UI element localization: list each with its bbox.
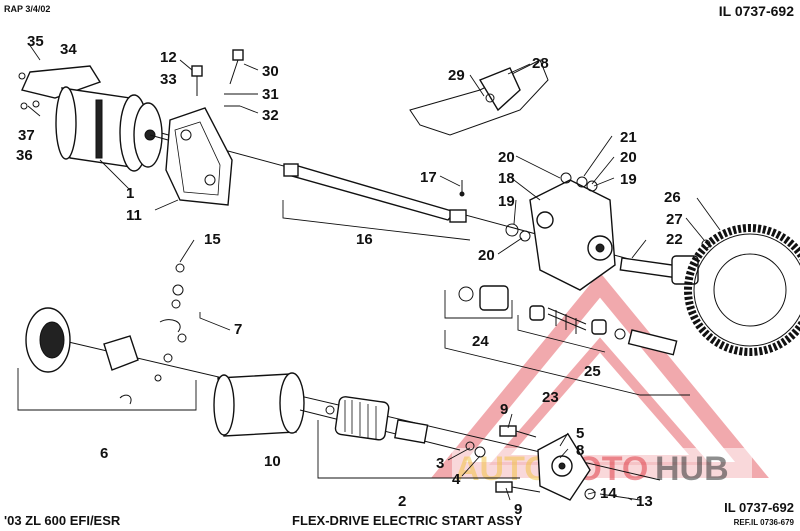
callout-4: 4 <box>452 471 461 488</box>
callout-9-b: 9 <box>514 501 522 518</box>
callout-labels: 35 34 37 36 1 11 12 33 30 31 32 29 28 21… <box>16 33 683 518</box>
callout-30: 30 <box>262 63 279 80</box>
drive-end-plate <box>465 425 641 501</box>
callout-24: 24 <box>472 333 489 350</box>
callout-12: 12 <box>160 49 177 66</box>
ring-gear <box>684 224 800 356</box>
group-brackets <box>17 200 690 479</box>
clutch-components <box>458 285 678 356</box>
motor-housing <box>213 372 305 437</box>
callout-25: 25 <box>584 363 601 380</box>
brush-plate-assembly <box>25 263 187 405</box>
callout-35: 35 <box>27 33 44 50</box>
callout-15: 15 <box>204 231 221 248</box>
flex-drive-shaft <box>283 163 467 223</box>
callout-26: 26 <box>664 189 681 206</box>
header-ref-date: RAP 3/4/02 <box>4 4 51 14</box>
armature <box>299 396 461 451</box>
callout-2: 2 <box>398 493 406 510</box>
watermark-logo: AUTO MOTO HUB <box>431 272 769 488</box>
callout-20-c: 20 <box>478 247 495 264</box>
callout-31: 31 <box>262 86 279 103</box>
callout-33: 33 <box>160 71 177 88</box>
callout-32: 32 <box>262 107 279 124</box>
starter-bracket <box>165 107 233 206</box>
callout-20-a: 20 <box>498 149 515 166</box>
callout-21: 21 <box>620 129 637 146</box>
callout-1: 1 <box>126 185 134 202</box>
callout-28: 28 <box>532 55 549 72</box>
footer-illustration-number: IL 0737-692 <box>724 500 794 515</box>
callout-22: 22 <box>666 231 683 248</box>
callout-29: 29 <box>448 67 465 84</box>
drive-pinion-shaft <box>619 255 699 285</box>
leader-lines <box>27 43 721 501</box>
footer-assembly-title: FLEX-DRIVE ELECTRIC START ASSY <box>292 513 523 528</box>
callout-34: 34 <box>60 41 77 58</box>
callout-18: 18 <box>498 170 515 187</box>
callout-23: 23 <box>542 389 559 406</box>
callout-14: 14 <box>600 485 617 502</box>
callout-5: 5 <box>576 425 584 442</box>
callout-11: 11 <box>126 207 142 224</box>
callout-6: 6 <box>100 445 108 462</box>
footer-reference-number: REF.IL 0736-679 <box>733 518 794 527</box>
footer-model: '03 ZL 600 EFI/ESR <box>4 513 121 528</box>
callout-9-a: 9 <box>500 401 508 418</box>
watermark-text-hub: HUB <box>655 450 729 488</box>
header-illustration-number: IL 0737-692 <box>718 3 794 19</box>
callout-19-b: 19 <box>498 193 515 210</box>
callout-37: 37 <box>18 127 35 144</box>
callout-13: 13 <box>636 493 653 510</box>
callout-19-a: 19 <box>620 171 637 188</box>
gear-housing-bracket <box>505 172 616 291</box>
callout-8: 8 <box>576 442 584 459</box>
callout-17: 17 <box>420 169 437 186</box>
callout-20-b: 20 <box>620 149 637 166</box>
callout-27: 27 <box>666 211 683 228</box>
callout-10: 10 <box>264 453 281 470</box>
callout-36: 36 <box>16 147 33 164</box>
callout-7: 7 <box>234 321 242 338</box>
upper-bolts <box>191 49 244 107</box>
callout-3: 3 <box>436 455 444 472</box>
callout-16: 16 <box>356 231 373 248</box>
upper-pulley-bracket <box>409 59 549 136</box>
starter-motor <box>18 65 169 172</box>
